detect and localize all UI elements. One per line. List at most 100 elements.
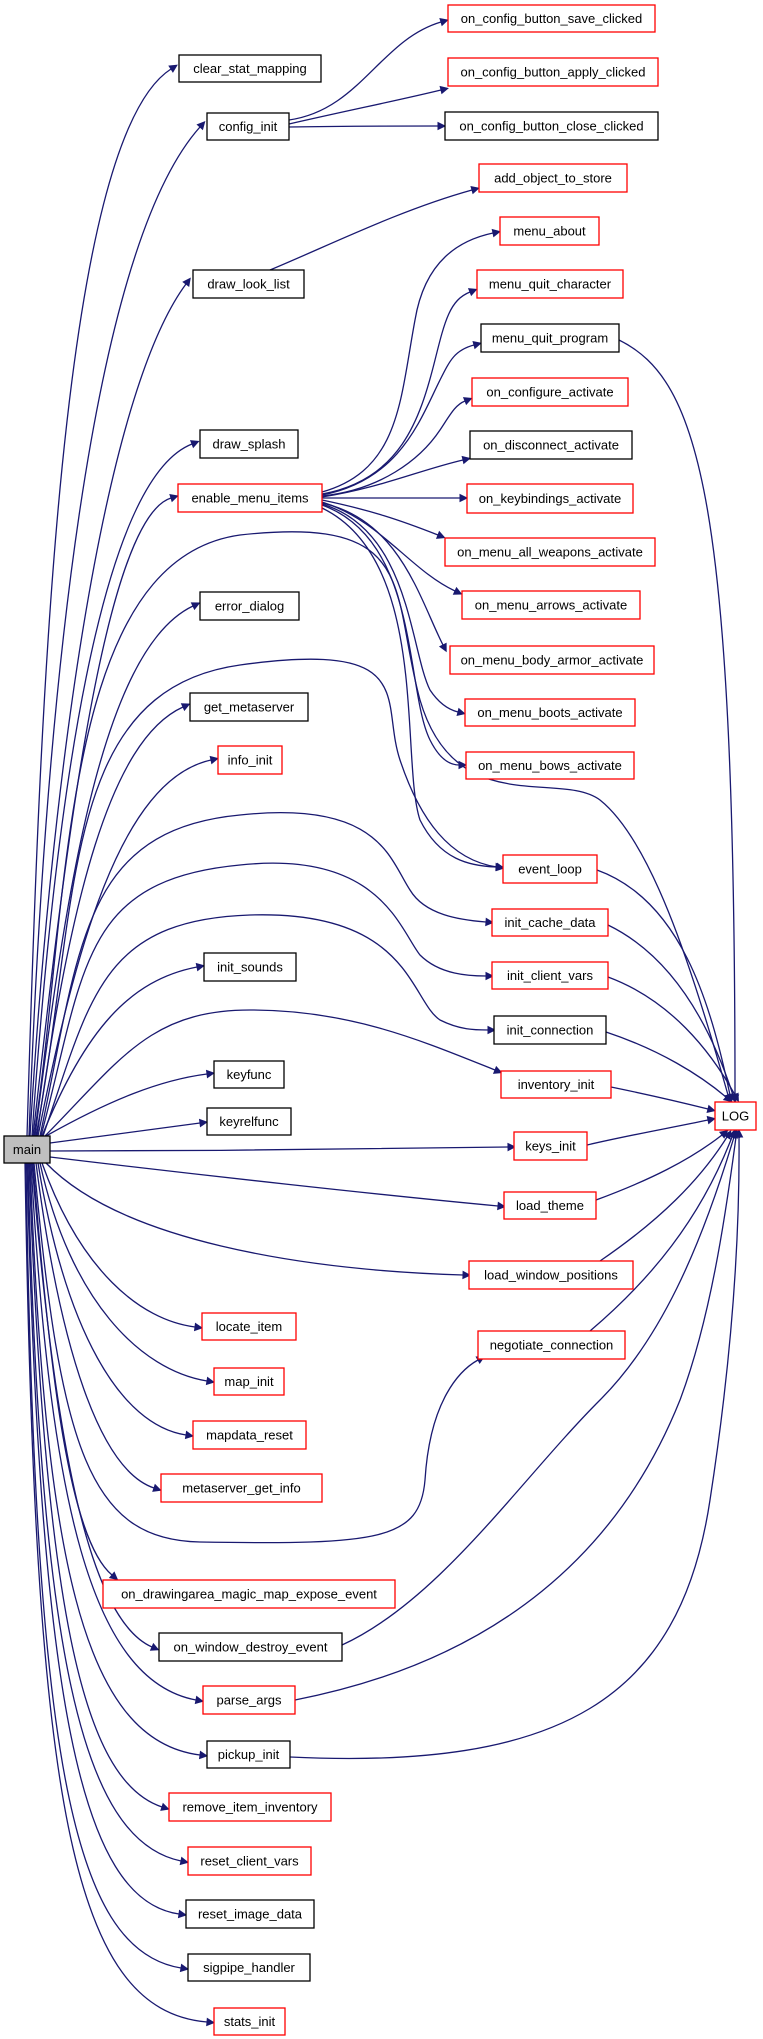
node-draw-look-list[interactable]: draw_look_list <box>192 269 305 299</box>
arrowhead-icon <box>439 18 449 27</box>
node-on-menu-body-armor-activate[interactable]: on_menu_body_armor_activate <box>449 645 655 675</box>
node-remove-item-inventory[interactable]: remove_item_inventory <box>168 1792 332 1822</box>
node-label: parse_args <box>216 1693 282 1708</box>
node-config-init[interactable]: config_init <box>206 112 290 141</box>
node-pickup-init[interactable]: pickup_init <box>206 1740 291 1769</box>
node-label: on_config_button_save_clicked <box>461 11 642 26</box>
node-mapdata-reset[interactable]: mapdata_reset <box>192 1420 307 1450</box>
edge-enable_menu_items-to-on_menu_boots_activate <box>321 503 466 717</box>
node-load-window-positions[interactable]: load_window_positions <box>468 1260 634 1290</box>
node-on-menu-arrows-activate[interactable]: on_menu_arrows_activate <box>461 590 641 620</box>
arrowhead-icon <box>462 397 473 406</box>
edge-main-to-locate_item <box>41 1162 204 1332</box>
edge-main-to-reset_client_vars <box>27 1162 189 1866</box>
node-on-menu-boots-activate[interactable]: on_menu_boots_activate <box>464 698 636 727</box>
node-label: info_init <box>228 753 273 768</box>
edge-pickup_init-to-LOG <box>289 1128 744 1760</box>
arrowhead-icon <box>491 228 501 238</box>
node-error-dialog[interactable]: error_dialog <box>199 591 300 621</box>
node-main[interactable]: main <box>3 1135 51 1164</box>
arrowhead-icon <box>487 1025 497 1035</box>
node-sigpipe-handler[interactable]: sigpipe_handler <box>187 1953 311 1982</box>
node-label: draw_look_list <box>207 277 290 292</box>
node-info-init[interactable]: info_init <box>217 745 283 775</box>
edge-main-to-map_init <box>39 1162 216 1386</box>
arrowhead-icon <box>168 64 178 73</box>
node-parse-args[interactable]: parse_args <box>202 1685 296 1715</box>
node-get-metaserver[interactable]: get_metaserver <box>189 692 309 722</box>
arrowhead-icon <box>459 493 469 503</box>
node-init-sounds[interactable]: init_sounds <box>203 952 297 982</box>
node-enable-menu-items[interactable]: enable_menu_items <box>177 483 323 513</box>
node-event-loop[interactable]: event_loop <box>502 854 598 884</box>
node-label: on_config_button_close_clicked <box>459 119 643 134</box>
node-stats-init[interactable]: stats_init <box>213 2007 286 2036</box>
node-label: keyrelfunc <box>219 1114 279 1129</box>
node-draw-splash[interactable]: draw_splash <box>199 429 299 459</box>
node-reset-image-data[interactable]: reset_image_data <box>185 1899 315 1929</box>
edge-main-to-on_window_destroy_event <box>31 1162 160 1651</box>
arrowhead-icon <box>193 1322 204 1332</box>
node-menu-quit-program[interactable]: menu_quit_program <box>480 323 620 353</box>
node-menu-quit-character[interactable]: menu_quit_character <box>476 269 624 299</box>
arrowhead-icon <box>438 642 447 653</box>
node-label: on_configure_activate <box>486 385 613 400</box>
node-keyfunc[interactable]: keyfunc <box>213 1060 285 1089</box>
arrowhead-icon <box>458 760 468 770</box>
arrowhead-icon <box>706 1104 716 1114</box>
node-on-configure-activate[interactable]: on_configure_activate <box>471 377 629 407</box>
edge-main-to-info_init <box>37 755 219 1137</box>
edge-enable_menu_items-to-menu_quit_character <box>321 288 478 495</box>
edge-main-to-draw_splash <box>31 440 200 1137</box>
node-on-config-button-save-clicked[interactable]: on_config_button_save_clicked <box>447 4 656 33</box>
node-label: pickup_init <box>218 1747 280 1762</box>
edge-main-to-load_theme <box>49 1156 507 1211</box>
node-LOG[interactable]: LOG <box>714 1101 757 1131</box>
edge-main-to-pickup_init <box>29 1162 209 1760</box>
node-on-config-button-apply-clicked[interactable]: on_config_button_apply_clicked <box>447 57 659 87</box>
node-label: load_theme <box>516 1198 584 1213</box>
node-on-config-button-close-clicked[interactable]: on_config_button_close_clicked <box>444 111 659 141</box>
edge-enable_menu_items-to-on_menu_all_weapons_activate <box>321 499 446 539</box>
edge-main-to-keyfunc <box>45 1069 216 1137</box>
node-on-disconnect-activate[interactable]: on_disconnect_activate <box>469 430 633 460</box>
node-init-client-vars[interactable]: init_client_vars <box>491 961 609 990</box>
node-label: LOG <box>722 1109 749 1124</box>
arrowhead-icon <box>485 971 495 981</box>
node-label: on_config_button_apply_clicked <box>460 65 645 80</box>
node-label: on_menu_boots_activate <box>477 705 622 720</box>
edge-main-to-load_window_positions <box>45 1162 472 1280</box>
node-on-drawingarea-magic-map-expose-event[interactable]: on_drawingarea_magic_map_expose_event <box>102 1579 396 1609</box>
node-add-object-to-store[interactable]: add_object_to_store <box>478 163 628 193</box>
node-init-cache-data[interactable]: init_cache_data <box>491 908 609 937</box>
node-init-connection[interactable]: init_connection <box>493 1015 607 1045</box>
node-metaserver-get-info[interactable]: metaserver_get_info <box>160 1473 323 1503</box>
arrowhead-icon <box>196 120 206 131</box>
arrowhead-icon <box>461 455 471 465</box>
edge-main-to-init_sounds <box>41 962 205 1137</box>
node-negotiate-connection[interactable]: negotiate_connection <box>477 1330 626 1360</box>
arrowhead-icon <box>206 2017 216 2027</box>
arrowhead-icon <box>194 1695 204 1705</box>
edge-enable_menu_items-to-on_menu_arrows_activate <box>321 501 463 595</box>
node-inventory-init[interactable]: inventory_init <box>500 1070 612 1099</box>
node-on-menu-bows-activate[interactable]: on_menu_bows_activate <box>465 751 635 780</box>
node-map-init[interactable]: map_init <box>213 1367 285 1396</box>
node-keyrelfunc[interactable]: keyrelfunc <box>206 1107 292 1136</box>
node-on-window-destroy-event[interactable]: on_window_destroy_event <box>158 1632 343 1662</box>
arrowhead-icon <box>462 1270 472 1280</box>
edge-main-to-get_metaserver <box>36 703 191 1137</box>
node-on-menu-all-weapons-activate[interactable]: on_menu_all_weapons_activate <box>444 537 656 567</box>
node-menu-about[interactable]: menu_about <box>499 216 600 246</box>
edge-enable_menu_items-to-on_configure_activate <box>321 397 473 497</box>
edge-init_connection-to-LOG <box>605 1031 733 1103</box>
node-on-keybindings-activate[interactable]: on_keybindings_activate <box>466 483 634 514</box>
node-locate-item[interactable]: locate_item <box>201 1312 297 1341</box>
node-load-theme[interactable]: load_theme <box>503 1191 597 1220</box>
edge-enable_menu_items-to-menu_quit_program <box>321 340 482 496</box>
node-reset-client-vars[interactable]: reset_client_vars <box>187 1846 312 1876</box>
node-clear-stat-mapping[interactable]: clear_stat_mapping <box>178 54 322 83</box>
arrowhead-icon <box>205 1376 216 1386</box>
node-label: locate_item <box>216 1319 282 1334</box>
node-keys-init[interactable]: keys_init <box>513 1131 588 1161</box>
